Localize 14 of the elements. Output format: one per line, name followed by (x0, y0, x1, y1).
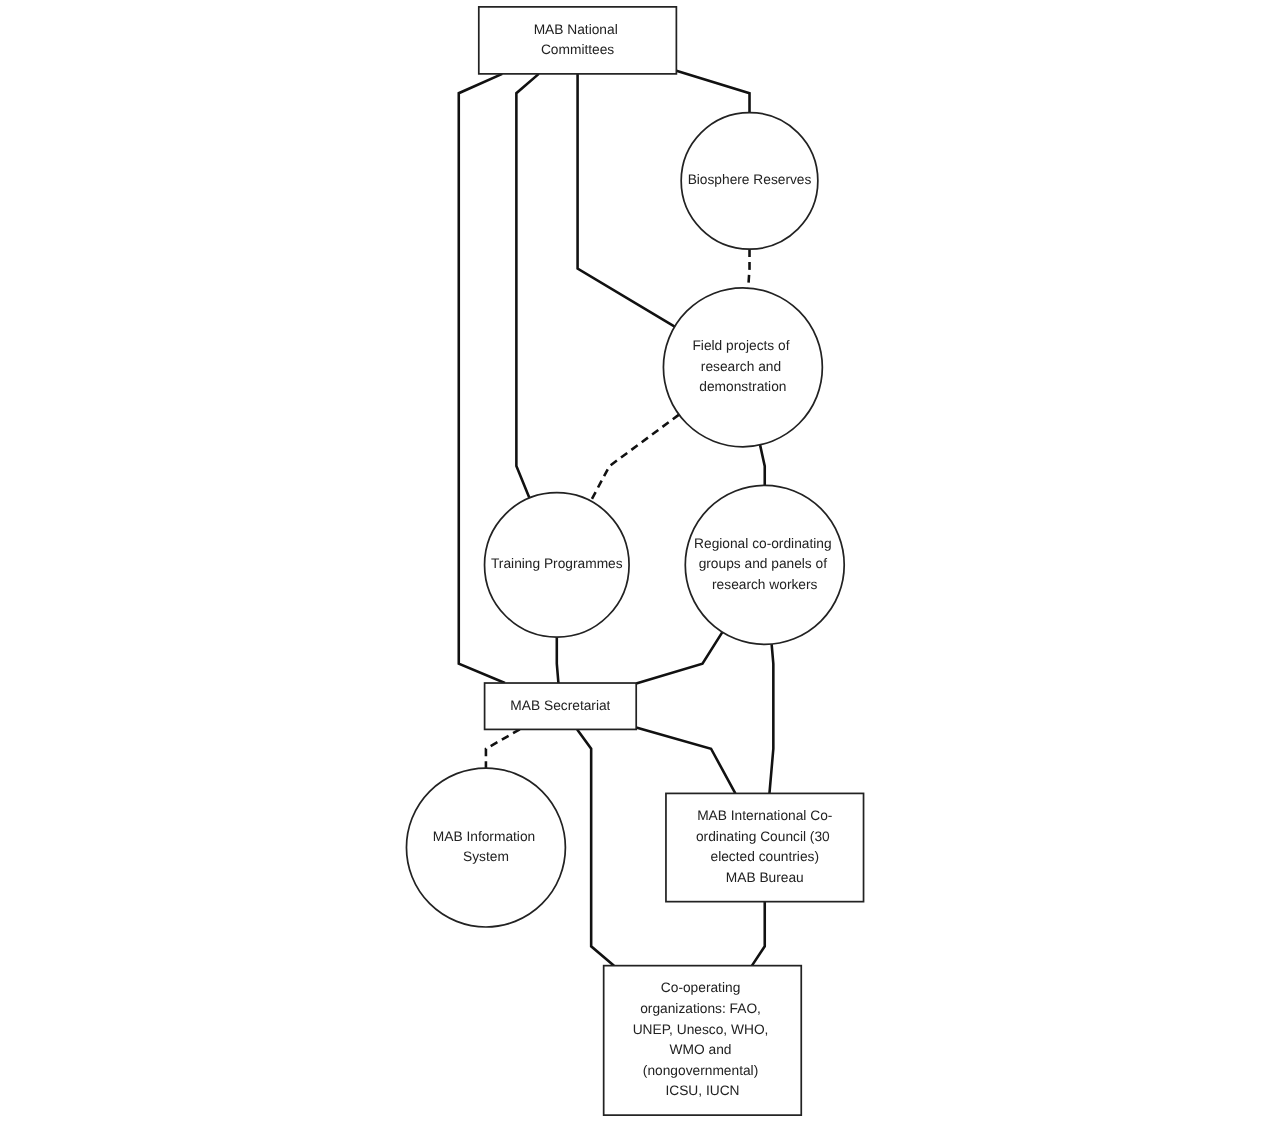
connector (635, 726, 737, 795)
connector (555, 637, 560, 684)
connector (750, 901, 767, 967)
connector (768, 643, 775, 794)
connector (457, 72, 506, 685)
connector (576, 728, 615, 967)
connector (484, 728, 521, 769)
connector (758, 444, 767, 486)
connector (576, 73, 676, 328)
connector (676, 69, 751, 113)
connector (635, 631, 724, 685)
connector (515, 72, 540, 499)
connector (746, 249, 751, 289)
connector (589, 413, 680, 502)
